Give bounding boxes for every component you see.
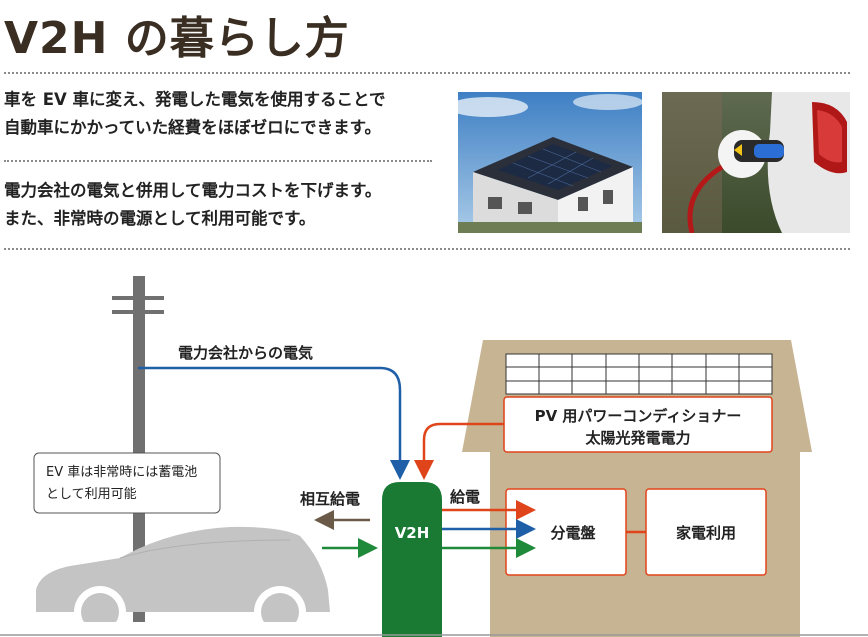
utility-power-arrow — [138, 366, 410, 480]
ev-note-box — [33, 452, 221, 514]
intro-line-3: 電力会社の電気と併用して電力コストを下げます。 — [4, 181, 382, 200]
utility-power-label: 電力会社からの電気 — [178, 344, 313, 362]
appliance-label: 家電利用 — [676, 524, 736, 542]
ev-note-line-2: として利用可能 — [46, 487, 137, 502]
mutual-supply-label: 相互給電 — [300, 490, 360, 508]
distribution-panel-label: 分電盤 — [550, 524, 596, 542]
intro-line-2: 自動車にかかっていた経費をほぼゼロにできます。 — [4, 118, 382, 137]
page-title: V2H の暮らし方 — [4, 13, 350, 64]
divider-bottom — [4, 248, 850, 250]
pv-solar-label: 太陽光発電電力 — [585, 429, 690, 447]
v2h-label: V2H — [395, 524, 430, 542]
v2h-unit — [382, 482, 442, 637]
pv-to-v2h-arrow — [414, 422, 504, 480]
supply-label: 給電 — [450, 488, 480, 506]
intro-line-4: また、非常時の電源として利用可能です。 — [4, 209, 316, 228]
house-solar-photo — [458, 92, 642, 233]
divider-middle — [4, 160, 432, 162]
intro-line-1: 車を EV 車に変え、発電した電気を使用することで — [4, 90, 386, 109]
ev-note-line-1: EV 車は非常時には蓄電池 — [46, 465, 197, 480]
solar-panel-grid — [505, 353, 773, 395]
pv-conditioner-label: PV 用パワーコンディショナー — [535, 407, 742, 425]
ev-car — [34, 526, 344, 637]
divider-top — [4, 72, 850, 74]
ev-charging-photo — [662, 92, 850, 233]
